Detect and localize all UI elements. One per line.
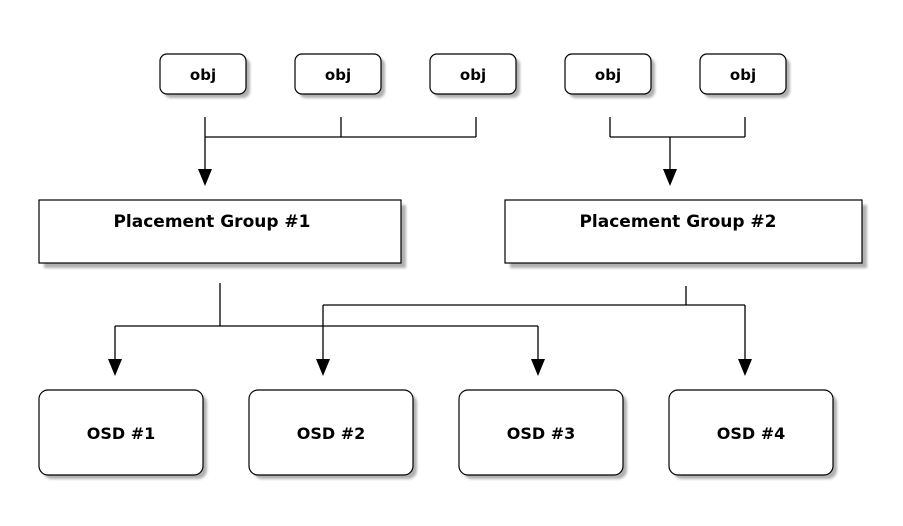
obj-to-pg2-connector	[609, 117, 746, 186]
object-label: obj	[460, 66, 486, 84]
osd-label: OSD #2	[297, 424, 366, 443]
osd-label: OSD #4	[717, 424, 786, 443]
pg2-to-osd-connector	[316, 286, 752, 376]
object-label: obj	[730, 66, 756, 84]
object-box: obj	[294, 53, 385, 98]
osd-label: OSD #1	[87, 424, 156, 443]
osd-box: OSD #4	[668, 389, 837, 479]
osd-label: OSD #3	[507, 424, 576, 443]
object-box: obj	[159, 53, 250, 98]
object-box: obj	[429, 53, 520, 98]
placement-group-box: Placement Group #1	[38, 199, 406, 268]
obj-to-pg1-connector	[198, 117, 477, 186]
object-box: obj	[564, 53, 655, 98]
osd-box: OSD #2	[248, 389, 417, 479]
object-box: obj	[699, 53, 790, 98]
placement-group-label: Placement Group #1	[113, 212, 310, 232]
object-label: obj	[325, 66, 351, 84]
placement-group-label: Placement Group #2	[579, 212, 776, 232]
placement-group-box: Placement Group #2	[504, 199, 867, 268]
osd-box: OSD #1	[38, 389, 207, 479]
object-label: obj	[190, 66, 216, 84]
object-label: obj	[595, 66, 621, 84]
pg1-to-osd-connector	[108, 283, 545, 376]
osd-box: OSD #3	[458, 389, 627, 479]
